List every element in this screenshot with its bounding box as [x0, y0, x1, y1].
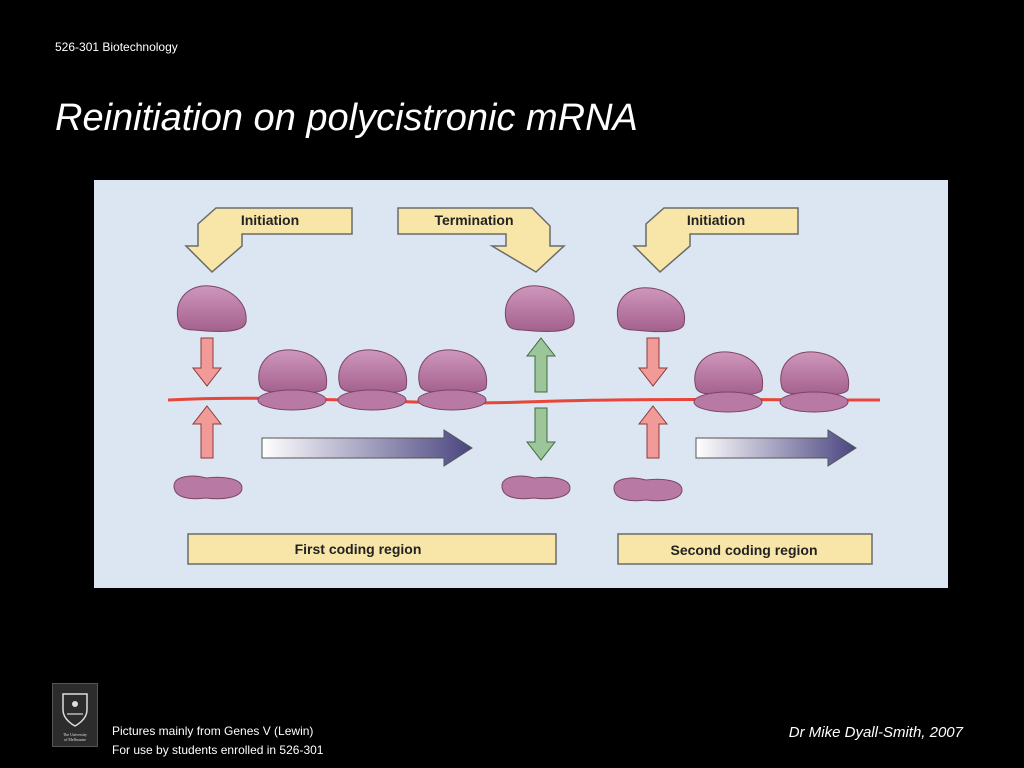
ribosome-translating-5 [779, 351, 850, 413]
small-subunit-free-3 [613, 477, 683, 502]
slide-title: Reinitiation on polycistronic mRNA [55, 97, 638, 139]
arrow-up-green [525, 337, 557, 393]
initiation-label-1: Initiation [241, 212, 299, 228]
large-subunit-free-1 [176, 285, 247, 333]
termination-arrow: Termination [397, 207, 566, 273]
university-logo: The University of Melbourne [52, 683, 98, 747]
arrow-up-red-2 [637, 405, 669, 459]
large-subunit-free-2 [504, 285, 575, 333]
ribosome-translating-4 [693, 351, 764, 413]
termination-label: Termination [434, 212, 513, 228]
first-coding-region-box: First coding region [187, 533, 557, 565]
first-coding-region-label: First coding region [295, 541, 422, 557]
ribosome-translating-3 [417, 349, 488, 411]
translation-direction-arrow-2 [695, 429, 857, 467]
arrow-down-red-2 [637, 337, 669, 387]
logo-line-2: of Melbourne [64, 737, 86, 742]
arrow-up-red-1 [191, 405, 223, 459]
small-subunit-free-2 [501, 475, 571, 500]
second-coding-region-label: Second coding region [670, 542, 817, 558]
second-coding-region-box: Second coding region [617, 533, 873, 565]
reinitiation-diagram: Initiation Termination Initiation [94, 180, 948, 588]
large-subunit-free-3 [616, 287, 686, 333]
footer-notes: Pictures mainly from Genes V (Lewin) For… [112, 722, 323, 760]
arrow-down-green [525, 407, 557, 461]
translation-direction-arrow-1 [261, 429, 473, 467]
initiation-arrow-2: Initiation [632, 207, 799, 274]
ribosome-translating-2 [337, 349, 408, 411]
arrow-down-red-1 [191, 337, 223, 387]
initiation-arrow-1: Initiation [184, 207, 353, 274]
university-crest-icon [62, 693, 88, 727]
logo-line-1: The University [62, 732, 88, 737]
author-credit: Dr Mike Dyall-Smith, 2007 [788, 724, 963, 741]
small-subunit-free-1 [173, 475, 243, 500]
credit-text: Pictures mainly from Genes V (Lewin) [112, 724, 314, 738]
initiation-label-2: Initiation [687, 212, 745, 228]
course-code: 526-301 Biotechnology [55, 40, 178, 54]
usage-text: For use by students enrolled in 526-301 [112, 743, 324, 757]
ribosome-translating-1 [257, 349, 328, 411]
